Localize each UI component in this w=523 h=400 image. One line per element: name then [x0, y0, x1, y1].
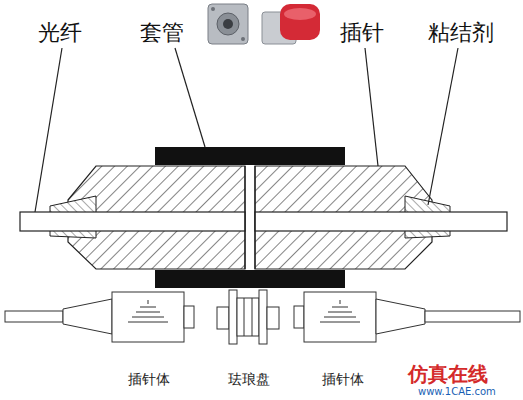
end-face	[244, 166, 245, 269]
leader-line	[35, 48, 62, 212]
sleeve-top	[155, 147, 345, 165]
leader-line	[365, 48, 378, 166]
leader-line	[175, 48, 205, 147]
end-face	[254, 166, 255, 269]
part-label: 插针体	[322, 372, 364, 386]
part-label: 光纤	[38, 22, 82, 44]
part-label: 套管	[140, 22, 184, 44]
watermark: 仿真在线	[408, 364, 488, 384]
exploded-view	[5, 290, 520, 344]
watermark: www.1CAE.com	[418, 387, 496, 397]
adapter-photo	[208, 4, 320, 44]
leader-line	[428, 48, 458, 205]
fiber-right	[255, 212, 507, 231]
part-label: 珐琅盘	[228, 372, 270, 386]
sleeve-bottom	[155, 270, 345, 288]
fiber-left	[20, 212, 245, 231]
part-label: 插针体	[128, 372, 170, 386]
part-label: 插针	[340, 22, 384, 44]
part-label: 粘结剂	[428, 22, 494, 44]
